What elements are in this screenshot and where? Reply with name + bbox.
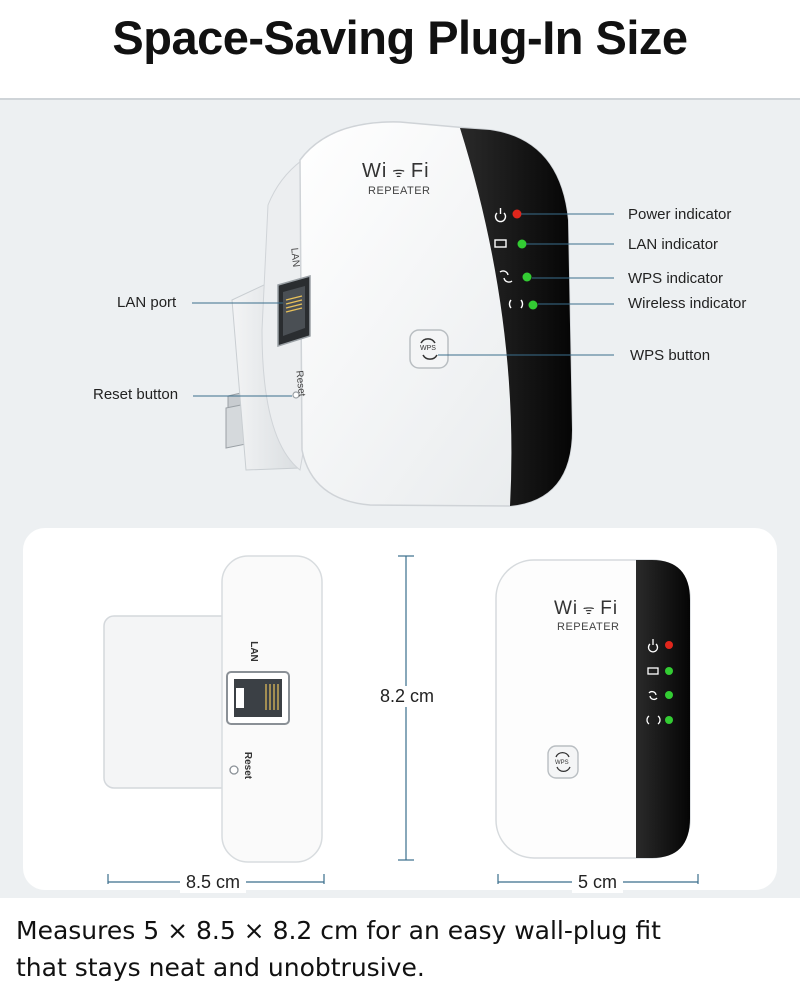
callout-wps-indicator: WPS indicator [628,270,724,287]
front-logo-sub: REPEATER [557,621,620,633]
caption-line-1: Measures 5 × 8.5 × 8.2 cm for an easy wa… [16,916,661,945]
callout-reset-button: Reset button [93,386,179,403]
front-wps-label: WPS [555,760,569,766]
front-wps-led [665,691,673,699]
headline: Space-Saving Plug-In Size [112,11,688,64]
power-led [512,209,522,219]
wps-button [409,329,449,369]
caption-line-2: that stays neat and unobtrusive. [16,953,425,982]
reset-hole [292,391,300,399]
power-icon [494,212,507,223]
wps-led [522,272,532,282]
side-view-reset-label: Reset [242,751,254,780]
wps-button-label: WPS [420,345,436,352]
side-view-device [103,555,323,863]
wireless-icon [508,299,524,309]
side-port-label: LAN [288,247,302,268]
front-wireless-led [665,716,673,724]
device-logo: Wi ᯤ Fi [362,160,430,182]
lan-led [517,239,527,249]
front-view-device [495,559,691,859]
depth-dimension: 8.5 cm [180,872,247,893]
front-logo: Wi ᯤ Fi [554,598,619,619]
wps-sync-icon [499,270,513,283]
callout-lan-indicator: LAN indicator [628,236,719,253]
wireless-led [528,300,538,310]
front-bezel [460,128,572,506]
device-logo-sub: REPEATER [368,185,431,197]
callout-wps-button: WPS button [630,347,711,364]
callout-lan-port: LAN port [117,294,177,311]
height-dimension: 8.2 cm [374,686,441,707]
callout-power-indicator: Power indicator [628,206,732,223]
front-power-led [665,641,673,649]
lan-port [277,275,311,348]
width-dimension: 5 cm [572,872,624,893]
lan-icon [494,239,507,248]
caption: Measures 5 × 8.5 × 8.2 cm for an easy wa… [16,912,786,986]
callout-wireless-indicator: Wireless indicator [628,295,747,312]
front-lan-led [665,667,673,675]
side-view-port-label: LAN [247,641,259,662]
